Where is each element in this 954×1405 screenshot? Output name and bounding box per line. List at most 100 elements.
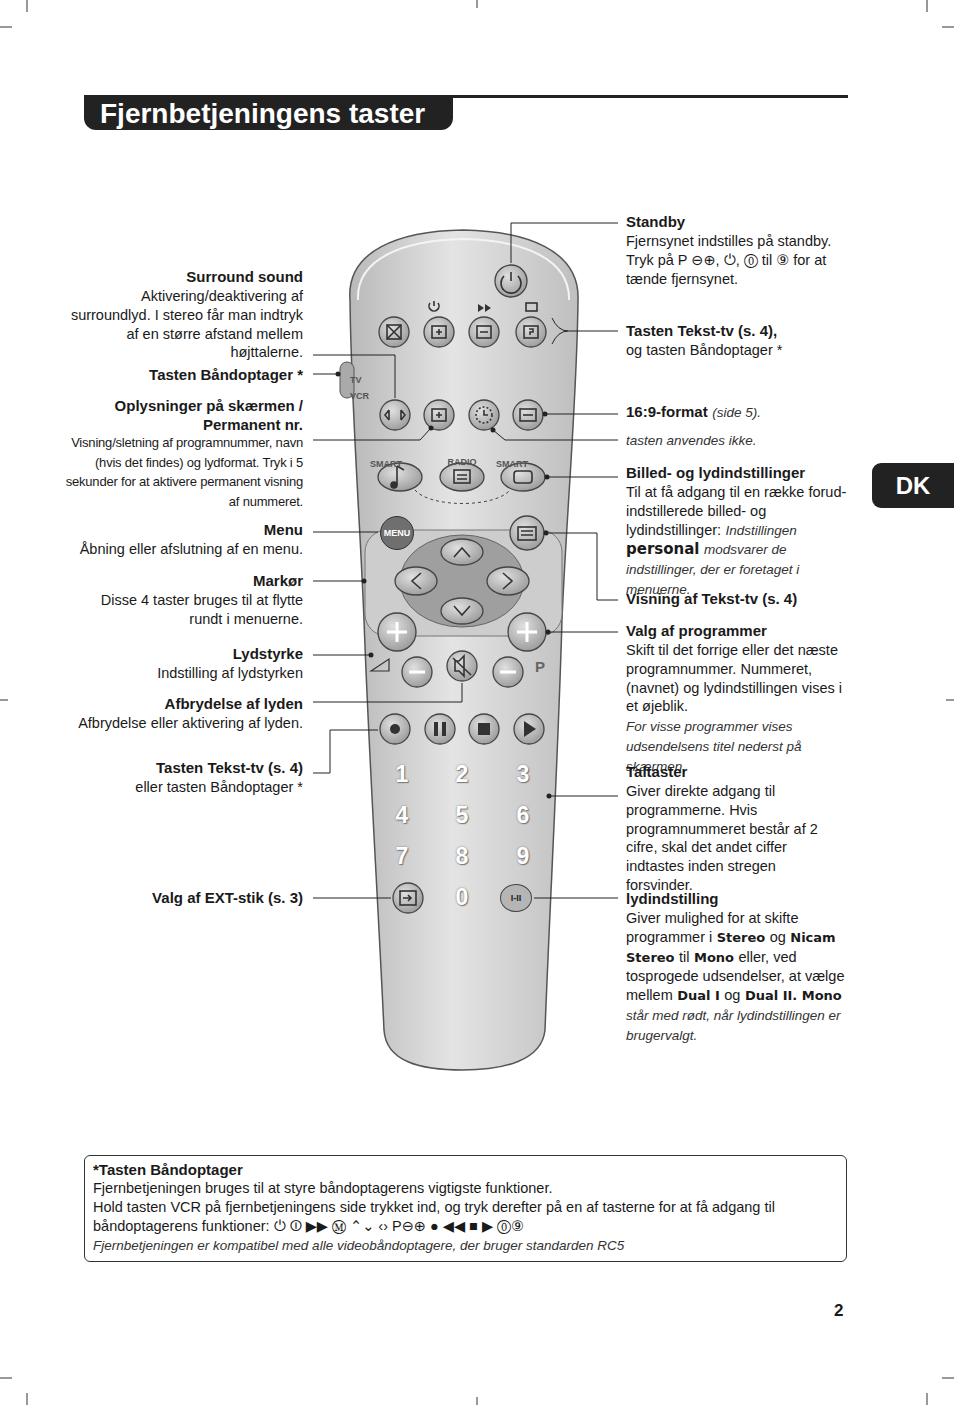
label-text: Tasten Tekst-tv (s. 4) — [156, 759, 303, 776]
label-text: Taltaster — [626, 763, 687, 780]
label-text: og — [724, 987, 740, 1003]
label-text: SMART — [496, 459, 528, 469]
label-text: Indstillingen — [726, 523, 797, 538]
label-text: Billed- og lydindstillinger — [626, 464, 805, 481]
callout-text: Giver direkte adgang til programmerne. H… — [626, 782, 846, 895]
label-text: 0 — [456, 884, 469, 910]
callout-text: 7 — [387, 843, 417, 869]
callout-text: 16:9-format (side 5). — [626, 403, 858, 423]
callout-text: Disse 4 taster bruges til at flytte rund… — [88, 591, 303, 629]
note-box: *Tasten BåndoptagerFjernbetjeningen brug… — [84, 1155, 847, 1262]
callout-text: 5 — [447, 802, 477, 828]
label-text: Dual II. — [745, 988, 797, 1003]
node-text: MENU — [384, 528, 411, 538]
label-text: 6 — [517, 802, 530, 828]
callout-text: 9 — [508, 843, 538, 869]
label-text: RADIO — [448, 457, 477, 467]
label-text: Tasten Båndoptager * — [149, 366, 303, 383]
callout-text: Tasten Båndoptager * — [63, 366, 303, 385]
label-text: Visning/sletning af programnummer, navn … — [66, 435, 303, 509]
language-tab: DK — [872, 463, 954, 508]
label-text: Tasten Tekst-tv (s. 4), — [626, 322, 777, 339]
callout-text: Afbrydelse af lyden — [63, 695, 303, 714]
callout-text: 8 — [447, 843, 477, 869]
callout-text: Taltaster — [626, 763, 858, 782]
callout-text: Valg af programmer — [626, 622, 858, 641]
label-text: 3 — [517, 761, 530, 787]
callout-text: Afbrydelse eller aktivering af lyden. — [63, 714, 303, 733]
node-text: *Tasten Båndoptager — [93, 1160, 838, 1179]
callout-text: Billed- og lydindstillinger — [626, 464, 858, 483]
callout-text: Valg af EXT-stik (s. 3) — [63, 889, 303, 908]
label-text: Surround sound — [186, 268, 303, 285]
label-text: Giver direkte adgang til programmerne. H… — [626, 783, 818, 893]
callout-text: Tasten Tekst-tv (s. 4) — [63, 759, 303, 778]
label-text: står med rødt, når lydindstillingen er b… — [626, 1008, 841, 1043]
label-text: Åbning eller afslutning af en menu. — [80, 541, 303, 557]
label-text: Valg af programmer — [626, 622, 767, 639]
node-text: Hold tasten VCR på fjernbetjeningens sid… — [93, 1198, 838, 1236]
label-text: 7 — [396, 843, 409, 869]
label-text: Afbrydelse af lyden — [165, 695, 303, 712]
callout-text: Oplysninger på skærmen / Permanent nr. — [98, 397, 303, 435]
label-text: Visning af Tekst-tv (s. 4) — [626, 590, 797, 607]
label-text: Markør — [253, 572, 303, 589]
label-text: Standby — [626, 213, 685, 230]
label-text: Menu — [264, 521, 303, 538]
label-text: Lydstyrke — [233, 645, 303, 662]
callout-text: tasten anvendes ikke. — [626, 431, 858, 451]
label-text: Afbrydelse eller aktivering af lyden. — [78, 715, 303, 731]
callout-text: og tasten Båndoptager * — [626, 341, 858, 360]
label-text: Disse 4 taster bruges til at flytte rund… — [101, 592, 303, 627]
label-text: (side 5). — [712, 405, 761, 420]
callout-text: Til at få adgang til en række forud-inds… — [626, 483, 856, 600]
callout-text: 4 — [387, 802, 417, 828]
callout-text: Fjernsynet indstilles på standby. Tryk p… — [626, 232, 858, 288]
sound-button: I-II — [500, 884, 532, 912]
menu-button: MENU — [380, 516, 414, 550]
callout-text: VCR — [350, 385, 374, 404]
label-text: personal — [626, 540, 699, 558]
callout-text: eller tasten Båndoptager * — [63, 778, 303, 797]
label-text: eller tasten Båndoptager * — [135, 779, 303, 795]
label-text: Mono — [802, 988, 842, 1003]
label-text: Aktivering/deaktivering af surroundlyd. … — [71, 288, 303, 360]
callout-text: P — [535, 658, 549, 677]
node-text: Fjernbetjeningen er kompatibel med alle … — [93, 1236, 838, 1255]
callout-text: TV — [350, 369, 370, 388]
callout-text: Indstilling af lydstyrken — [63, 664, 303, 683]
callout-text: Standby — [626, 213, 858, 232]
callout-text: RADIO — [444, 451, 480, 470]
label-text: Oplysninger på skærmen / Permanent nr. — [115, 397, 303, 433]
label-text: og tasten Båndoptager * — [626, 342, 782, 358]
label-text: 9 — [517, 843, 530, 869]
callout-text: 0 — [447, 884, 477, 910]
label-text: 2 — [834, 1301, 843, 1320]
label-text: 1 — [396, 761, 409, 787]
label-text: Fjernsynet indstilles på standby. Tryk p… — [626, 233, 831, 287]
label-text: Mono — [694, 950, 734, 965]
callout-text: Surround sound — [63, 268, 303, 287]
label-text: TV — [350, 375, 362, 385]
callout-text: 6 — [508, 802, 538, 828]
label-text: 4 — [396, 802, 409, 828]
page-title: Fjernbetjeningens taster — [84, 97, 453, 130]
callout-text: Markør — [63, 572, 303, 591]
callout-text: Visning/sletning af programnummer, navn … — [58, 433, 303, 511]
callout-text: 2 — [834, 1302, 850, 1321]
label-text: 16:9-format — [626, 403, 708, 420]
node-text: DK — [896, 472, 931, 500]
callout-text: 2 — [447, 761, 477, 787]
callout-text: Aktivering/deaktivering af surroundlyd. … — [58, 287, 303, 362]
label-text: og — [770, 929, 786, 945]
label-text: Skift til det forrige eller det næste pr… — [626, 642, 842, 714]
label-text: 5 — [456, 802, 469, 828]
label-text: Valg af EXT-stik (s. 3) — [152, 889, 303, 906]
callout-text: Giver mulighed for at skifte programmer … — [626, 909, 846, 1046]
callout-text: lydindstilling — [626, 890, 858, 909]
callout-text: 1 — [387, 761, 417, 787]
callout-text: SMART — [368, 453, 404, 472]
callout-text: Åbning eller afslutning af en menu. — [63, 540, 303, 559]
label-text: Dual I — [677, 988, 720, 1003]
callout-text: Menu — [63, 521, 303, 540]
